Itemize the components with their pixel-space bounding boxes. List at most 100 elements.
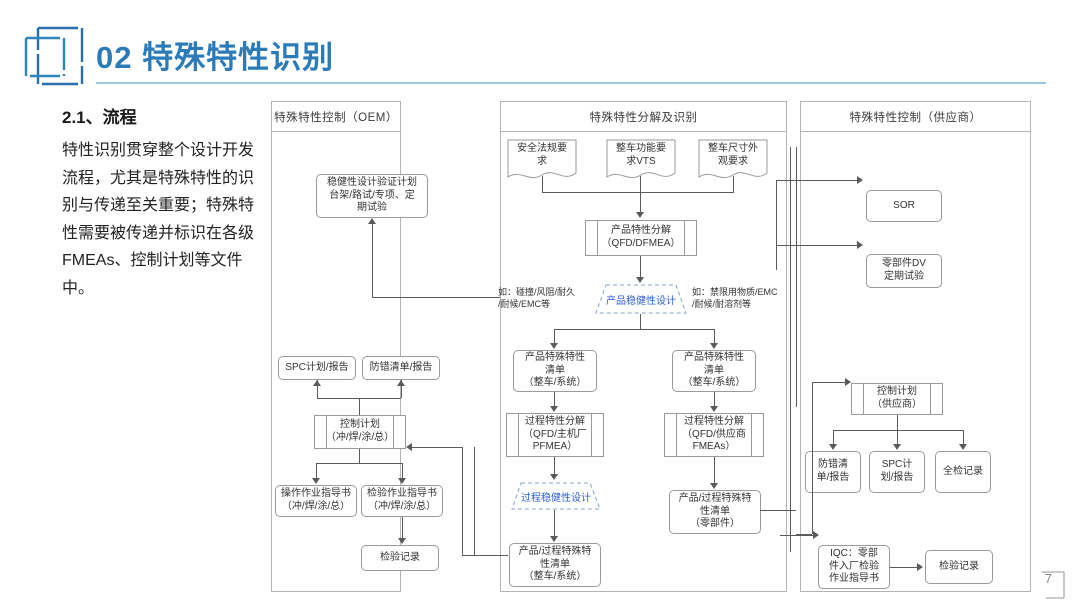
connector-h bbox=[408, 447, 462, 448]
panel-oem-body: 稳健性设计验证计划 台架/路试/专项、定 期试验 SPC计划/报告 防错清单/报… bbox=[272, 132, 502, 591]
node-process-characteristic-decomposition-oem[interactable]: 过程特性分解 （QFD/主机厂 PFMEA） bbox=[506, 413, 604, 457]
connector-v bbox=[359, 449, 360, 463]
arrow-down-icon bbox=[959, 444, 967, 450]
arrow-right-icon bbox=[917, 563, 923, 571]
node-label: 整车功能要 求VTS bbox=[616, 143, 666, 167]
connector-v bbox=[554, 329, 555, 345]
node-safety-regulation-requirement[interactable]: 安全法规要 求 bbox=[507, 139, 577, 181]
connector-v bbox=[474, 447, 475, 555]
connector-v bbox=[714, 392, 715, 408]
connector-v bbox=[401, 380, 402, 398]
connector-v bbox=[372, 224, 373, 298]
arrow-right-icon bbox=[857, 176, 863, 184]
node-product-special-characteristic-list-right[interactable]: 产品特殊特性 清单 （整车/系统） bbox=[672, 350, 756, 392]
arrow-down-icon bbox=[550, 343, 558, 349]
node-process-robust-design[interactable]: 过程稳健性设计 bbox=[511, 482, 601, 510]
arrow-right-icon bbox=[845, 378, 851, 386]
node-vehicle-dimension-appearance-requirement[interactable]: 整车尺寸外 观要求 bbox=[698, 139, 768, 181]
panel-supplier-title: 特殊特性控制（供应商） bbox=[801, 102, 1030, 132]
connector-h bbox=[542, 192, 734, 193]
annotation-left-examples: 如：碰撞/风阻/耐久 /耐候/EMC等 bbox=[498, 287, 576, 309]
panel-decomposition: 特殊特性分解及识别 安全法规要 求 整车功能要 求VTS 整车尺寸外 观要求 bbox=[498, 101, 787, 592]
connector-h bbox=[796, 534, 812, 535]
node-label: 安全法规要 求 bbox=[517, 143, 567, 167]
arrow-down-icon bbox=[550, 406, 558, 412]
node-inspection-record-oem[interactable]: 检验记录 bbox=[361, 545, 439, 571]
arrow-down-icon bbox=[636, 212, 644, 218]
arrow-down-icon bbox=[893, 444, 901, 450]
panel-supplier: 特殊特性控制（供应商） SOR 零部件DV 定期试验 控制计划 （供应商） 防错… bbox=[800, 101, 1031, 592]
connector-h bbox=[554, 329, 714, 330]
node-vehicle-function-requirement-vts[interactable]: 整车功能要 求VTS bbox=[606, 139, 676, 181]
node-label: 整车尺寸外 观要求 bbox=[708, 143, 758, 167]
node-mistake-proofing-list-report-supplier[interactable]: 防错清 单/报告 bbox=[805, 451, 861, 493]
connector-v bbox=[714, 329, 715, 345]
connector-v bbox=[897, 430, 898, 446]
annotation-right-examples: 如：禁限用物质/EMC /耐候/耐溶剂等 bbox=[692, 287, 778, 309]
copy-heading: 2.1、流程 bbox=[62, 108, 137, 127]
connector-v bbox=[317, 380, 318, 398]
connector-v bbox=[554, 457, 555, 476]
connector-h bbox=[776, 245, 859, 246]
node-control-plan-supplier[interactable]: 控制计划 （供应商） bbox=[851, 383, 943, 415]
connector-v bbox=[796, 147, 797, 407]
node-inspection-work-instruction[interactable]: 检验作业指导书 （冲/焊/涂/总） bbox=[361, 485, 443, 517]
node-operation-work-instruction[interactable]: 操作作业指导书 （冲/焊/涂/总） bbox=[275, 485, 357, 517]
node-product-characteristic-decomposition[interactable]: 产品特性分解 （QFD/DFMEA） bbox=[585, 220, 697, 256]
arrow-down-icon bbox=[398, 538, 406, 544]
connector-h bbox=[812, 382, 850, 383]
node-full-inspection-record[interactable]: 全检记录 bbox=[935, 451, 991, 493]
node-product-process-sc-list-vehicle[interactable]: 产品/过程特殊特 性清单 （整车/系统） bbox=[509, 543, 601, 587]
connector-v bbox=[640, 314, 641, 329]
copy-body: 特性识别贯穿整个设计开发流程，尤其是特殊特性的识别与传递至关重要；特殊特性需要被… bbox=[62, 142, 255, 297]
node-product-robust-design[interactable]: 产品稳健性设计 bbox=[595, 284, 687, 314]
node-product-special-characteristic-list-left[interactable]: 产品特殊特性 清单 （整车/系统） bbox=[513, 350, 597, 392]
connector-v bbox=[542, 176, 543, 192]
arrow-down-icon bbox=[550, 536, 558, 542]
connector-h bbox=[776, 180, 859, 181]
connector-v bbox=[714, 457, 715, 485]
connector-v bbox=[812, 382, 813, 534]
node-process-characteristic-decomposition-supplier[interactable]: 过程特性分解 （QFD/供应商 FMEAs） bbox=[664, 413, 764, 457]
connector-v bbox=[897, 415, 898, 430]
connector-h bbox=[833, 430, 963, 431]
connector-v bbox=[776, 180, 777, 270]
arrow-down-icon bbox=[829, 444, 837, 450]
arrow-down-icon bbox=[312, 478, 320, 484]
panel-oem: 特殊特性控制（OEM） 稳健性设计验证计划 台架/路试/专项、定 期试验 SPC… bbox=[271, 101, 502, 592]
arrow-up-icon bbox=[368, 218, 376, 224]
node-label: 过程稳健性设计 bbox=[521, 492, 591, 504]
node-control-plan-oem[interactable]: 控制计划 （冲/焊/涂/总） bbox=[314, 415, 406, 449]
arrow-down-icon bbox=[398, 478, 406, 484]
node-spc-plan-report[interactable]: SPC计划/报告 bbox=[278, 356, 356, 380]
node-sor[interactable]: SOR bbox=[866, 190, 942, 222]
connector-v bbox=[963, 430, 964, 446]
arrow-down-icon bbox=[710, 406, 718, 412]
connector-h bbox=[780, 535, 817, 536]
connector-h bbox=[372, 297, 502, 298]
page-corner-mark-icon bbox=[1042, 571, 1065, 599]
arrow-up-icon bbox=[313, 380, 321, 386]
connector-v bbox=[462, 447, 463, 555]
connector-h bbox=[760, 510, 796, 511]
connector-h bbox=[890, 567, 919, 568]
node-iqc-incoming-inspection-wi[interactable]: IQC：零部 件入厂检验 作业指导书 bbox=[818, 545, 890, 589]
node-label: 产品稳健性设计 bbox=[606, 295, 676, 307]
node-product-process-sc-list-part[interactable]: 产品/过程特殊特 性清单 （零部件） bbox=[669, 490, 761, 534]
connector-v bbox=[316, 463, 317, 480]
node-mistake-proofing-list-report[interactable]: 防错清单/报告 bbox=[362, 356, 440, 380]
arrow-down-icon bbox=[550, 474, 558, 480]
brand-logo-icon bbox=[20, 14, 92, 88]
connector-h bbox=[316, 463, 402, 464]
connector-v bbox=[733, 176, 734, 192]
arrow-down-icon bbox=[636, 277, 644, 283]
intro-copy: 2.1、流程 特性识别贯穿整个设计开发流程，尤其是特殊特性的识别与传递至关重要；… bbox=[62, 107, 257, 302]
node-spc-plan-report-supplier[interactable]: SPC计 划/报告 bbox=[869, 451, 925, 493]
node-inspection-record-supplier[interactable]: 检验记录 bbox=[925, 550, 993, 584]
node-part-dv-periodic-test[interactable]: 零部件DV 定期试验 bbox=[866, 254, 942, 288]
connector-v bbox=[790, 147, 791, 552]
arrow-right-icon bbox=[813, 531, 819, 539]
connector-v bbox=[402, 517, 403, 540]
node-robust-design-verification[interactable]: 稳健性设计验证计划 台架/路试/专项、定 期试验 bbox=[316, 174, 428, 218]
connector-h bbox=[474, 555, 480, 556]
